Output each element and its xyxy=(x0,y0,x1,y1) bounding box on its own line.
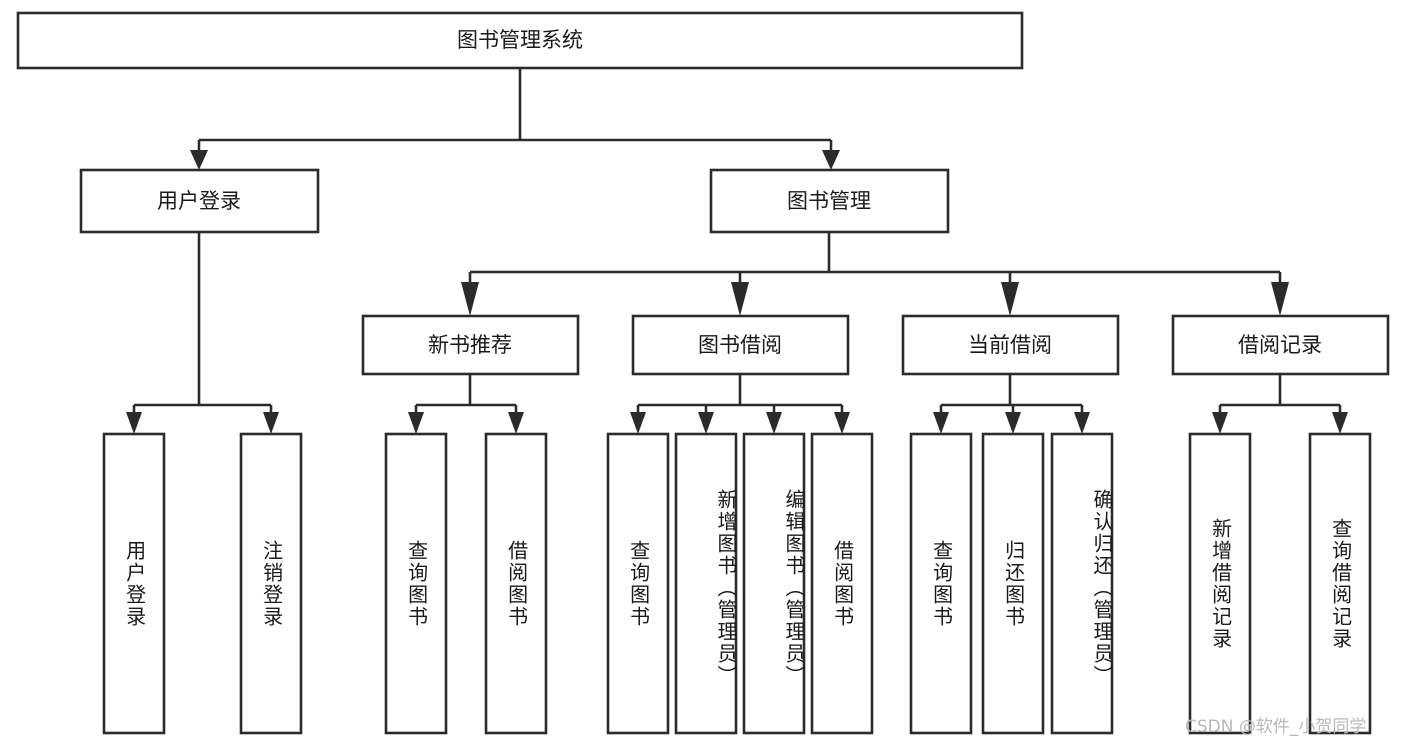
node-user-login[interactable]: 用户登录 xyxy=(79,168,320,234)
leaf-return-book-box[interactable] xyxy=(981,432,1045,735)
arrow-head-borrow-record xyxy=(1271,282,1289,316)
leaf-user-logout-label: 注销登录 xyxy=(259,539,284,628)
leaf-user-login-label: 用户登录 xyxy=(122,539,147,628)
arrow-head-leaf-borrow-book-rec xyxy=(508,412,524,434)
leaf-query-book-current-label: 查询图书 xyxy=(929,539,954,628)
node-book-manage[interactable]: 图书管理 xyxy=(709,168,950,234)
node-current-borrow-box[interactable] xyxy=(901,314,1120,376)
leaf-query-record-box[interactable] xyxy=(1308,432,1372,735)
leaf-query-book-current-box[interactable] xyxy=(909,432,973,735)
node-new-book-rec-box[interactable] xyxy=(361,314,580,376)
arrow-head-leaf-add-record xyxy=(1212,412,1228,434)
leaf-query-book-borrow-label: 查询图书 xyxy=(626,539,651,628)
arrow-head-current-borrow xyxy=(1001,282,1019,316)
leaf-borrow-book-label: 借阅图书 xyxy=(830,539,855,628)
leaf-query-book-rec-label: 查询图书 xyxy=(404,539,429,628)
arrow-head-leaf-edit-book xyxy=(766,412,782,434)
connector-current-borrow-to-leaves xyxy=(933,374,1090,434)
leaf-add-record-box[interactable] xyxy=(1188,432,1252,735)
connector-new-book-rec-to-leaves xyxy=(408,374,524,434)
leaf-edit-book-box[interactable] xyxy=(742,432,806,735)
leaf-query-book-rec-box[interactable] xyxy=(384,432,448,735)
csdn-watermark: CSDN @软件_小贺同学 xyxy=(1185,717,1367,737)
leaf-user-login-box[interactable] xyxy=(102,432,166,735)
node-root[interactable]: 图书管理系统 xyxy=(16,11,1024,70)
node-current-borrow[interactable]: 当前借阅 xyxy=(901,314,1120,376)
leaf-borrow-book-rec-label: 借阅图书 xyxy=(504,539,529,628)
leaf-add-record-label: 新增借阅记录 xyxy=(1208,517,1233,650)
arrow-head-user-login xyxy=(190,150,208,170)
arrow-head-new-book-rec xyxy=(461,282,479,316)
connector-user-login-to-leaves xyxy=(126,232,279,434)
leaf-add-book-label: 新增图书（管理员） xyxy=(714,488,738,687)
leaf-borrow-book-box[interactable] xyxy=(810,432,874,735)
node-new-book-rec[interactable]: 新书推荐 xyxy=(361,314,580,376)
node-current-borrow-label: 当前借阅 xyxy=(968,333,1052,357)
arrow-head-leaf-confirm-return xyxy=(1074,412,1090,434)
arrow-head-leaf-user-login xyxy=(126,412,142,434)
arrow-head-leaf-query-book-borrow xyxy=(630,412,646,434)
connector-root-to-level2 xyxy=(190,68,840,170)
node-book-borrow-label: 图书借阅 xyxy=(698,333,782,357)
node-user-login-label: 用户登录 xyxy=(157,189,241,213)
arrow-head-leaf-add-book xyxy=(698,412,714,434)
leaf-return-book-label: 归还图书 xyxy=(1001,539,1026,628)
arrow-head-book-manage xyxy=(822,150,840,170)
node-borrow-record[interactable]: 借阅记录 xyxy=(1171,314,1390,376)
connector-book-borrow-to-leaves xyxy=(630,374,850,434)
node-book-manage-label: 图书管理 xyxy=(787,189,871,213)
arrow-head-leaf-user-logout xyxy=(263,412,279,434)
arrow-head-leaf-query-book-current xyxy=(933,412,949,434)
leaf-add-book-box[interactable] xyxy=(674,432,738,735)
leaf-borrow-book-rec-box[interactable] xyxy=(484,432,548,735)
node-borrow-record-label: 借阅记录 xyxy=(1238,333,1322,357)
leaf-query-record-label: 查询借阅记录 xyxy=(1328,517,1353,650)
node-root-box[interactable] xyxy=(16,11,1024,70)
node-new-book-rec-label: 新书推荐 xyxy=(428,333,512,357)
leaf-boxes-group xyxy=(102,432,1372,735)
node-root-label: 图书管理系统 xyxy=(457,28,583,52)
connector-borrow-record-to-leaves xyxy=(1212,374,1348,434)
leaf-user-logout-box[interactable] xyxy=(239,432,303,735)
node-book-borrow-box[interactable] xyxy=(631,314,850,376)
leaf-confirm-return-box[interactable] xyxy=(1050,432,1114,735)
arrow-head-leaf-borrow-book xyxy=(834,412,850,434)
arrow-head-leaf-query-record xyxy=(1332,412,1348,434)
arrow-head-leaf-return-book xyxy=(1005,412,1021,434)
arrow-head-book-borrow xyxy=(731,282,749,316)
node-book-borrow[interactable]: 图书借阅 xyxy=(631,314,850,376)
arrow-head-leaf-query-book-rec xyxy=(408,412,424,434)
connector-book-manage-to-level3 xyxy=(461,232,1289,316)
leaf-query-book-borrow-box[interactable] xyxy=(606,432,670,735)
leaf-confirm-return-label: 确认归还（管理员） xyxy=(1090,488,1114,687)
leaf-edit-book-label: 编辑图书（管理员） xyxy=(782,488,806,687)
